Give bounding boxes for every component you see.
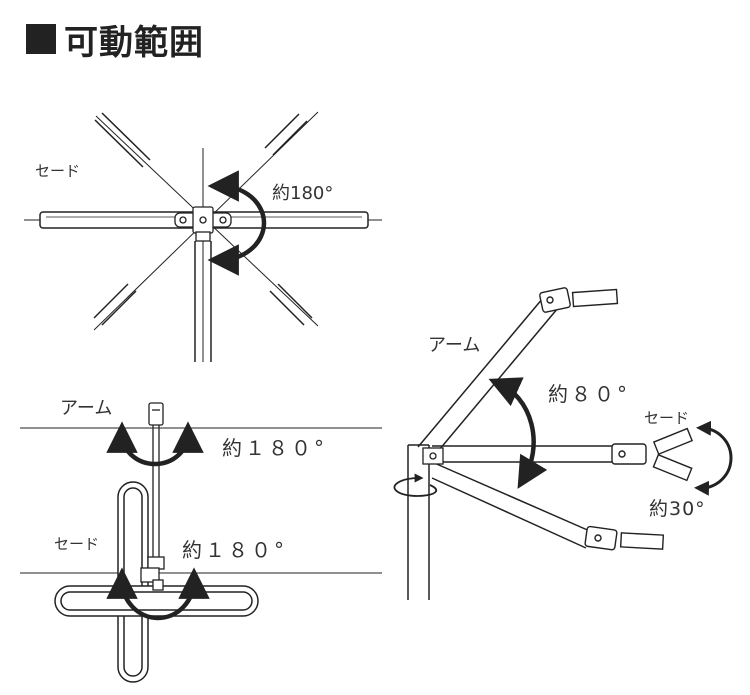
front-view-arm-angle-label: 約１８０° <box>222 436 327 460</box>
top-view <box>24 111 382 362</box>
front-view-arm-label: アーム <box>60 398 112 419</box>
page-title: 可動範囲 <box>26 14 204 64</box>
side-view-shade-angle-label: 約30° <box>649 498 706 520</box>
front-view <box>20 402 382 683</box>
side-view-pole-swivel-arrow <box>393 473 438 497</box>
front-view-shade-label: セード <box>54 535 99 553</box>
front-view-arm-rotation-arrow <box>106 421 204 467</box>
top-view-angle-label: 約180° <box>272 183 333 204</box>
shade-bar-diagonal-ll <box>93 283 137 326</box>
side-view-arm-horizontal <box>432 445 614 463</box>
side-view-shade-label: セード <box>644 409 689 427</box>
side-view-arm-rotation-arrow <box>488 377 548 489</box>
shade-bar-diagonal-ur <box>264 113 308 156</box>
side-view-head-lowered <box>584 525 665 551</box>
title-text: 可動範囲 <box>64 22 204 63</box>
top-view-shade-label: セード <box>35 162 80 180</box>
side-view-arm-raised <box>417 297 559 457</box>
title-square-icon <box>26 24 56 54</box>
top-view-rotation-arrow <box>207 170 267 276</box>
side-view-pole <box>407 444 430 600</box>
side-view-head-horizontal <box>611 427 694 482</box>
front-view-shade-rotation-arrow <box>106 567 210 621</box>
side-view-shade-tilt-arrow <box>694 420 733 496</box>
side-view-joint <box>422 447 444 465</box>
side-view-head-raised <box>539 287 619 313</box>
front-view-shade-angle-label: 約１８０° <box>182 538 287 562</box>
side-view-arm-lowered <box>431 461 593 549</box>
side-view <box>393 287 733 600</box>
side-view-arm-label: アーム <box>428 335 480 356</box>
shade-bar-diagonal-lr <box>269 283 313 326</box>
side-view-arm-angle-label: 約８０° <box>548 382 630 406</box>
shade-bar-diagonal-ul <box>94 112 151 168</box>
